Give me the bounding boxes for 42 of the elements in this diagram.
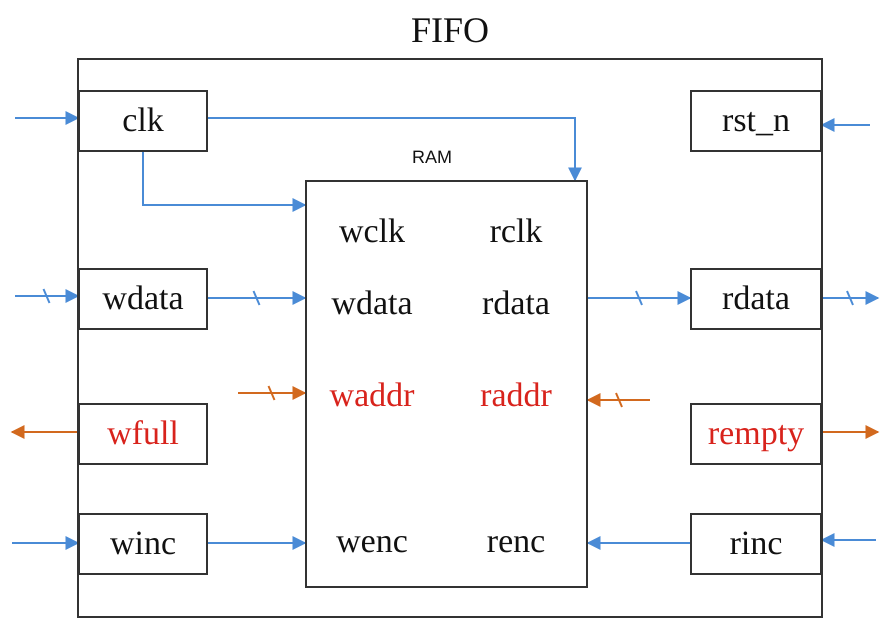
port-label: rclk: [490, 215, 542, 249]
signal-arrow: [820, 533, 876, 547]
signal-box: [690, 513, 822, 575]
signal-arrow: [586, 536, 690, 550]
bus-arrow: [588, 291, 692, 305]
signal-arrow: [15, 111, 80, 125]
bus-arrow: [208, 291, 306, 305]
signal-label: rst_n: [722, 104, 790, 138]
signal-box: [690, 403, 822, 465]
signal-box: [78, 90, 208, 152]
port-label: rdata: [482, 287, 550, 321]
port-label: wdata: [331, 287, 413, 321]
port-label: wclk: [338, 215, 406, 249]
signal-arrow: [142, 152, 306, 212]
signal-arrow: [820, 118, 870, 132]
signal-label: rinc: [730, 527, 782, 561]
port-label: wenc: [336, 525, 408, 559]
signal-arrow: [208, 117, 582, 182]
signal-box: [78, 403, 208, 465]
block-title: RAM: [412, 148, 452, 166]
port-label: renc: [486, 525, 546, 559]
signal-label: rdata: [722, 282, 790, 316]
bus-arrow: [586, 393, 650, 407]
signal-label: rempty: [708, 417, 804, 451]
signal-arrow: [10, 425, 78, 439]
bus-arrow: [822, 291, 880, 305]
port-label: raddr: [480, 379, 552, 413]
signal-box: [78, 268, 208, 330]
block-title: FIFO: [410, 12, 490, 48]
bus-arrow: [15, 289, 80, 303]
signal-arrow: [208, 536, 306, 550]
bus-arrow: [238, 386, 306, 400]
signal-arrow: [12, 536, 80, 550]
signal-label: clk: [122, 104, 164, 138]
signal-box: [78, 513, 208, 575]
signal-label: winc: [110, 527, 176, 561]
signal-arrow: [822, 425, 880, 439]
signal-box: [690, 90, 822, 152]
port-label: waddr: [330, 379, 414, 413]
signal-box: [690, 268, 822, 330]
signal-label: wdata: [102, 282, 184, 316]
signal-label: wfull: [107, 417, 179, 451]
